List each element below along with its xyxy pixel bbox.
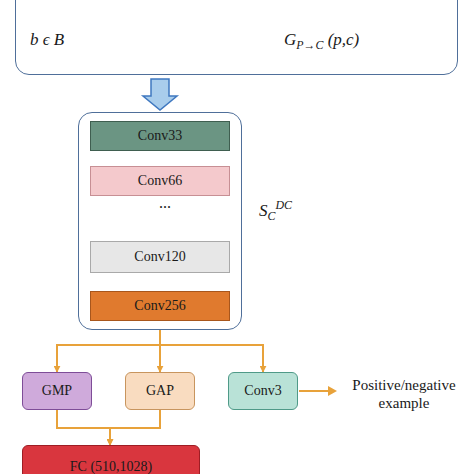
conv-stack-box: SCDCConv33Conv66Conv120Conv256 bbox=[78, 112, 242, 330]
conv-layer-box: Conv33 bbox=[90, 121, 230, 151]
ellipsis-label: ... bbox=[150, 193, 180, 212]
conv-output-box: Conv3 bbox=[228, 372, 298, 410]
layer-name: GAP bbox=[146, 383, 174, 399]
math-label: GP→C (p,c) bbox=[284, 30, 359, 53]
pooling-box: GMP bbox=[22, 372, 92, 410]
fc-layer-box: FC (510,1028) bbox=[22, 445, 200, 474]
flow-connector bbox=[160, 330, 263, 372]
output-label: Positive/negative example bbox=[340, 376, 468, 412]
conv-layer-box: Conv120 bbox=[90, 241, 230, 273]
layer-name: FC (510,1028) bbox=[70, 459, 152, 474]
conv-layer-box: Conv66 bbox=[90, 166, 230, 196]
flow-connector bbox=[57, 410, 110, 445]
block-arrow bbox=[143, 79, 177, 110]
math-label: SCDC bbox=[259, 199, 292, 224]
input-panel: b ϵ B GP→C (p,c) bbox=[15, 0, 458, 75]
pooling-box: GAP bbox=[125, 372, 195, 410]
layer-name: Conv256 bbox=[134, 298, 185, 314]
flow-connector bbox=[57, 330, 160, 372]
layer-name: Conv3 bbox=[244, 383, 281, 399]
layer-name: Conv66 bbox=[138, 173, 182, 189]
math-label: b ϵ B bbox=[30, 30, 64, 50]
conv-layer-box: Conv256 bbox=[90, 291, 230, 321]
layer-name: Conv33 bbox=[138, 128, 182, 144]
layer-name: GMP bbox=[42, 383, 72, 399]
layer-name: Conv120 bbox=[134, 249, 185, 265]
output-arrow bbox=[299, 386, 337, 396]
flow-connector bbox=[110, 410, 160, 445]
